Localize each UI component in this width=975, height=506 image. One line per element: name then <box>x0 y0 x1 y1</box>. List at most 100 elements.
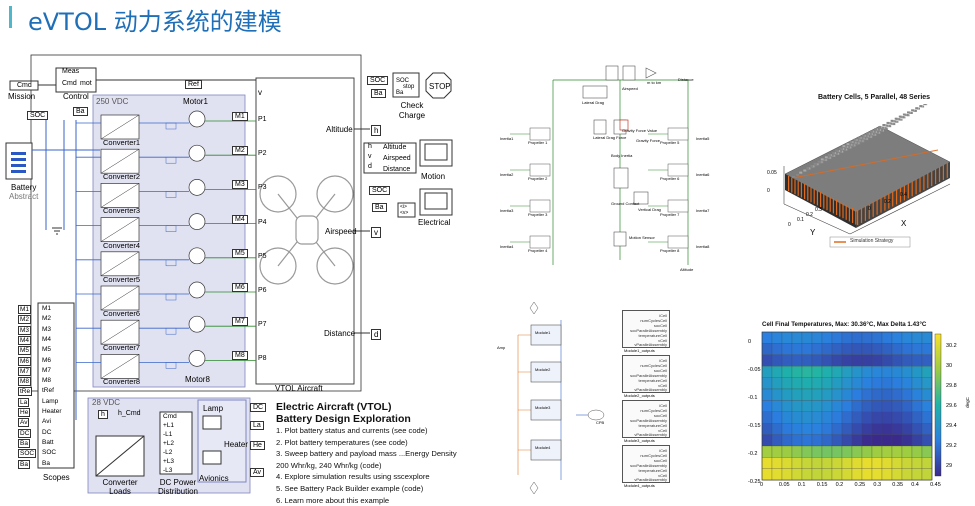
motor-tag-1[interactable]: M1 <box>232 112 248 121</box>
propeller-4[interactable]: Propeller 4 <box>528 248 548 253</box>
avionics-tag[interactable]: Av <box>250 468 265 477</box>
elec-ba-tag[interactable]: Ba <box>372 203 387 212</box>
converter-label-3[interactable]: Converter3 <box>103 206 141 216</box>
motion-label[interactable]: Motion <box>421 172 446 181</box>
elec-soc-tag[interactable]: SOC <box>369 186 391 195</box>
propeller-5[interactable]: Propeller 5 <box>660 140 680 145</box>
mech-center-2[interactable]: Gravity Force <box>636 138 661 143</box>
heater-tag[interactable]: He <box>250 441 265 450</box>
description-item-4[interactable]: 4. Explore simulation results using ssce… <box>276 472 430 482</box>
scope-tag-5[interactable]: M6 <box>18 356 32 366</box>
converter-label-6[interactable]: Converter6 <box>103 309 141 318</box>
h-tag[interactable]: h <box>371 125 382 136</box>
converter-loads-label[interactable]: Converter Loads <box>102 478 138 496</box>
inertia-1[interactable]: Inertia1 <box>500 136 514 141</box>
v-tag[interactable]: v <box>371 227 381 238</box>
scope-tag-4[interactable]: M5 <box>18 346 32 356</box>
inertia-7[interactable]: Inertia7 <box>696 208 710 213</box>
mech-center-5[interactable]: Vertical Drag <box>638 207 661 212</box>
avionics-label[interactable]: Avionics <box>199 474 229 483</box>
motor1-label[interactable]: Motor1 <box>183 97 208 106</box>
converter-label-7[interactable]: Converter7 <box>103 343 141 353</box>
description-item-5[interactable]: 5. See Battery Pack Builder example (cod… <box>276 483 424 493</box>
vtol-aircraft-label[interactable]: VTOL Aircraft <box>275 384 323 393</box>
scope-tag-1[interactable]: M2 <box>18 315 32 325</box>
motor-tag-3[interactable]: M3 <box>232 180 248 190</box>
scope-tag-8[interactable]: tRe <box>18 387 33 397</box>
motor-tag-8[interactable]: M8 <box>232 351 248 361</box>
scope-tag-2[interactable]: M3 <box>18 325 32 335</box>
scope-tag-15[interactable]: Ba <box>18 459 30 469</box>
check-ba-tag[interactable]: Ba <box>371 89 386 98</box>
inertia-2[interactable]: Inertia2 <box>500 172 514 177</box>
module-4[interactable]: Module4 <box>535 445 551 450</box>
scope-tag-14[interactable]: SOC <box>18 449 37 459</box>
h-cmd-tag[interactable]: h <box>98 410 108 419</box>
propeller-3[interactable]: Propeller 3 <box>528 212 548 217</box>
scope-tag-7[interactable]: M8 <box>18 377 32 387</box>
motor-tag-7[interactable]: M7 <box>232 317 248 327</box>
motor-tag-2[interactable]: M2 <box>232 146 248 156</box>
description-item-6[interactable]: 6. Learn more about this example <box>276 495 390 505</box>
inertia-8[interactable]: Inertia8 <box>696 244 710 249</box>
scope-tag-13[interactable]: Ba <box>18 438 30 448</box>
description-item-3[interactable]: 3. Sweep battery and payload mass ...Ene… <box>276 449 457 470</box>
converter-label-4[interactable]: Converter4 <box>103 240 141 250</box>
inertia-3[interactable]: Inertia3 <box>500 208 514 213</box>
scopes-label[interactable]: Scopes <box>43 473 70 482</box>
mech-center-1[interactable]: Gravity Force Value <box>622 128 658 133</box>
ref-tag[interactable]: Ref <box>185 80 202 89</box>
inertia-5[interactable]: Inertia5 <box>696 136 710 141</box>
mech-center-4[interactable]: Ground Contact <box>611 201 640 206</box>
inertia-6[interactable]: Inertia6 <box>696 172 710 177</box>
mech-center-6[interactable]: Motion Sensor <box>629 235 655 240</box>
propeller-8[interactable]: Propeller 8 <box>660 248 680 253</box>
dc-tag[interactable]: DC <box>250 403 267 412</box>
mech-center-3[interactable]: Body Inertia <box>611 153 633 158</box>
scope-tag-6[interactable]: M7 <box>18 366 32 376</box>
heater-label[interactable]: Heater <box>224 440 249 449</box>
converter-label-2[interactable]: Converter2 <box>103 172 141 182</box>
stop-block[interactable]: STOP <box>429 82 451 91</box>
check-soc-tag[interactable]: SOC <box>367 76 389 85</box>
description-item-1[interactable]: 1. Plot battery status and currents (see… <box>276 426 428 435</box>
scope-tag-11[interactable]: Av <box>18 418 30 428</box>
description-item-2[interactable]: 2. Plot battery temperatures (see code) <box>276 437 408 447</box>
motor-tag-6[interactable]: M6 <box>232 283 248 292</box>
propeller-1[interactable]: Propeller 1 <box>528 140 548 145</box>
motor8-label[interactable]: Motor8 <box>185 375 210 384</box>
battery-label[interactable]: Battery <box>11 183 37 192</box>
cmd-source[interactable]: Cmd <box>17 82 32 89</box>
converter-label-1[interactable]: Converter1 <box>103 138 141 147</box>
inertia-4[interactable]: Inertia4 <box>500 244 514 249</box>
dc-distribution-label[interactable]: DC Power Distribution <box>157 478 198 496</box>
motor-tag-5[interactable]: M5 <box>232 248 248 258</box>
scope-tag-12[interactable]: DC <box>18 428 32 438</box>
scope-tag-9[interactable]: La <box>18 397 30 407</box>
check-charge-label[interactable]: Check Charge <box>398 101 426 120</box>
propeller-2[interactable]: Propeller 2 <box>528 176 548 181</box>
module-2[interactable]: Module2 <box>535 367 551 372</box>
scope-tag-0[interactable]: M1 <box>18 305 32 314</box>
converter-label-5[interactable]: Converter5 <box>103 274 141 284</box>
electrical-label[interactable]: Electrical <box>418 218 451 227</box>
module-1[interactable]: Module1 <box>535 330 551 335</box>
propeller-7[interactable]: Propeller 7 <box>660 212 680 217</box>
mech-center-0[interactable]: Lateral Drag Force <box>593 135 627 140</box>
lamp-tag[interactable]: La <box>250 421 264 430</box>
lamp-label[interactable]: Lamp <box>203 404 224 413</box>
propeller-6[interactable]: Propeller 6 <box>660 176 680 181</box>
motor-tag-4[interactable]: M4 <box>232 214 248 224</box>
soc-tag[interactable]: SOC <box>27 111 49 120</box>
module-3[interactable]: Module3 <box>535 405 551 410</box>
control-label[interactable]: Control <box>63 92 89 101</box>
d-tag[interactable]: d <box>371 329 382 340</box>
ba-tag[interactable]: Ba <box>73 107 88 116</box>
converter-label-8[interactable]: Converter8 <box>103 377 141 387</box>
scope-tag-3[interactable]: M4 <box>18 335 32 345</box>
scope-tag-10[interactable]: He <box>18 408 31 417</box>
